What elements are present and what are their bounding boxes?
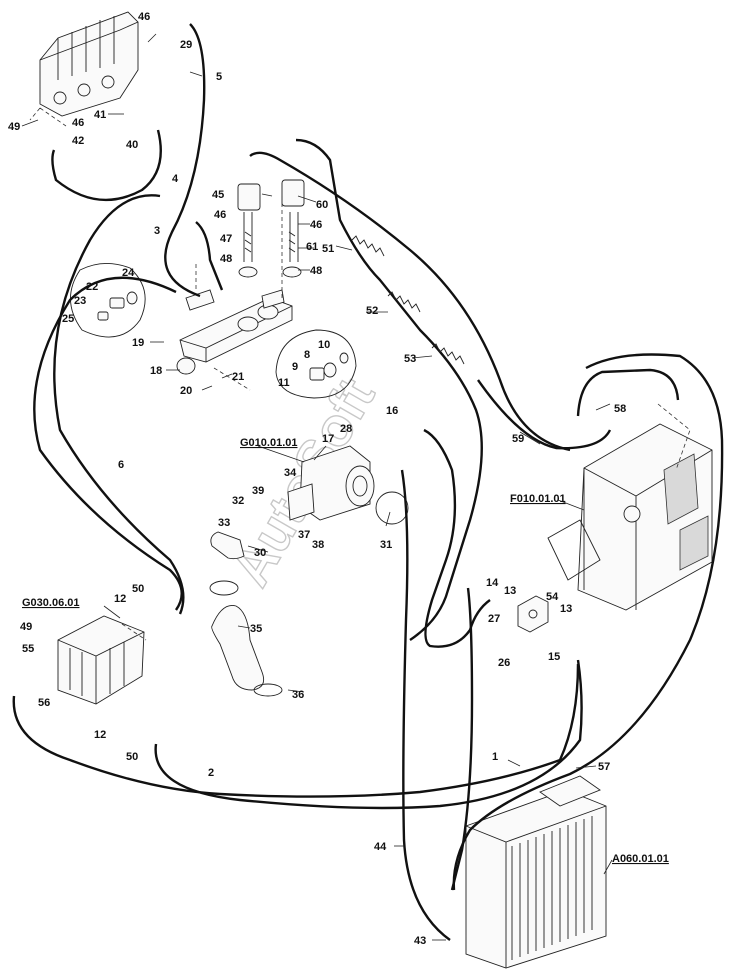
spring-guards	[351, 235, 465, 365]
ref-label-heater: F010.01.01	[510, 493, 566, 505]
callout: 44	[374, 841, 387, 853]
ref-label-radiator: A060.01.01	[612, 853, 669, 865]
callout: 48	[310, 265, 322, 277]
callout: 41	[94, 109, 106, 121]
callout: 46	[72, 117, 84, 129]
callout: 34	[284, 467, 297, 479]
callout: 42	[72, 135, 84, 147]
callout: 2	[208, 767, 214, 779]
callout: 22	[86, 281, 98, 293]
callout: 47	[220, 233, 232, 245]
callout: 1	[492, 751, 498, 763]
callout: 31	[380, 539, 392, 551]
callout: 37	[298, 529, 310, 541]
callout: 12	[114, 593, 126, 605]
callout: 30	[254, 547, 266, 559]
fitting-group-45-60	[237, 179, 305, 278]
callout: 9	[292, 361, 298, 373]
suction-hose	[209, 531, 283, 697]
callout: 59	[512, 433, 524, 445]
callout: 13	[504, 585, 516, 597]
callout: 60	[316, 199, 328, 211]
callout: 53	[404, 353, 416, 365]
callout: 20	[180, 385, 192, 397]
callout: 46	[138, 11, 150, 23]
callout: 29	[180, 39, 192, 51]
control-valve-lower	[57, 615, 145, 705]
callout: 46	[310, 219, 322, 231]
callout: 14	[486, 577, 499, 589]
callout: 40	[126, 139, 138, 151]
callout: 52	[366, 305, 378, 317]
callout: 58	[614, 403, 626, 415]
callout: 12	[94, 729, 106, 741]
callout: 51	[322, 243, 334, 255]
valve-54	[517, 595, 549, 633]
radiator-unit	[465, 775, 607, 969]
callout: 55	[22, 643, 34, 655]
callout: 26	[498, 657, 510, 669]
callout: 61	[306, 241, 318, 253]
callout: 38	[312, 539, 324, 551]
callout: 15	[548, 651, 560, 663]
callout: 50	[132, 583, 144, 595]
callout: 24	[122, 267, 135, 279]
callout: 11	[278, 377, 290, 389]
callout: 17	[322, 433, 334, 445]
callout: 54	[546, 591, 559, 603]
callout: 56	[38, 697, 50, 709]
leader-lines	[21, 33, 613, 941]
callout: 4	[172, 173, 179, 185]
callout: 48	[220, 253, 232, 265]
callout: 6	[118, 459, 124, 471]
callout: 33	[218, 517, 230, 529]
heater-unit	[547, 423, 713, 611]
callout: 35	[250, 623, 262, 635]
callout: 23	[74, 295, 86, 307]
callout: 49	[8, 121, 20, 133]
callout: 5	[216, 71, 222, 83]
callout: 3	[154, 225, 160, 237]
callout: 13	[560, 603, 572, 615]
callout: 50	[126, 751, 138, 763]
callout: 32	[232, 495, 244, 507]
callout: 21	[232, 371, 244, 383]
callout: 16	[386, 405, 398, 417]
detail-bubble-22-25	[70, 263, 146, 338]
alignment-lines	[29, 107, 691, 641]
callout: 46	[214, 209, 226, 221]
callout: 49	[20, 621, 32, 633]
callout: 25	[62, 313, 74, 325]
callout: 10	[318, 339, 330, 351]
pump-assembly	[287, 445, 409, 525]
callout: 27	[488, 613, 500, 625]
ref-label-pump: G010.01.01	[240, 437, 298, 449]
hose-lines	[12, 23, 724, 941]
detail-bubble-8-11	[275, 329, 357, 399]
ref-label-valve: G030.06.01	[22, 597, 80, 609]
callout: 36	[292, 689, 304, 701]
callout: 57	[598, 761, 610, 773]
callout: 45	[212, 189, 224, 201]
control-valve-top	[39, 11, 139, 117]
callout: 43	[414, 935, 426, 947]
manifold-block	[176, 289, 293, 375]
callout: 28	[340, 423, 352, 435]
callout: 18	[150, 365, 162, 377]
callout: 8	[304, 349, 310, 361]
callout: 39	[252, 485, 264, 497]
callout: 19	[132, 337, 144, 349]
